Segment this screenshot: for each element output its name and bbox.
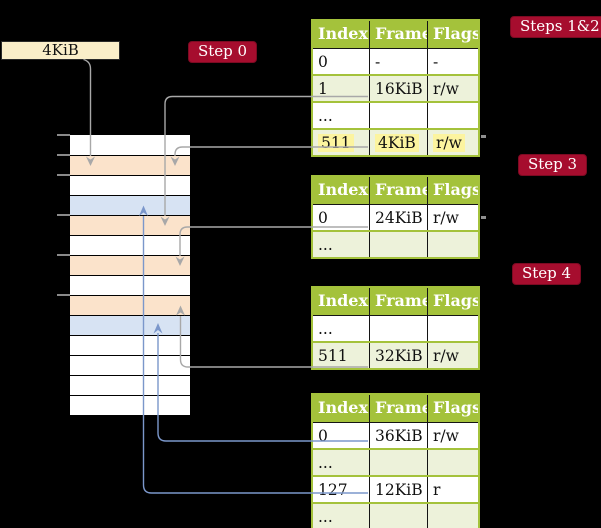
table-cell: 0: [318, 209, 328, 227]
root-table-address-box: 4KiB: [1, 41, 120, 60]
table-row: 0 --: [313, 48, 478, 74]
table-cell: [427, 450, 478, 475]
table-cell: r/w: [427, 76, 478, 101]
table-cell: r/w: [427, 423, 478, 448]
header-cell: Frame: [369, 21, 427, 48]
table-cell: 0: [318, 53, 328, 71]
badge-step-3: Step 3: [518, 154, 588, 176]
memory-tick: [57, 214, 70, 216]
memory-frame-free: [70, 355, 190, 375]
cropped-arrow-remnant: [481, 135, 486, 138]
table-cell: ...: [318, 236, 333, 254]
table-cell: -: [369, 49, 427, 74]
header-cell: Index: [318, 398, 369, 417]
table-cell: 4KiB: [369, 130, 427, 155]
header-cell: Flags: [427, 395, 478, 422]
table-row: 511 4KiB r/w: [313, 128, 478, 155]
table-cell: [427, 316, 478, 341]
physical-memory-column: [70, 135, 190, 415]
table-cell: 32KiB: [369, 343, 427, 368]
table-row: ...: [313, 502, 478, 528]
cropped-arrow-remnant: [481, 216, 486, 219]
table-cell: [369, 316, 427, 341]
table-cell: [369, 232, 427, 257]
memory-tick: [57, 174, 70, 176]
table-cell: 511: [313, 130, 369, 155]
memory-frame-free: [70, 275, 190, 295]
table-cell: [369, 450, 427, 475]
table-cell: [427, 232, 478, 257]
table-cell: -: [427, 49, 478, 74]
badge-steps-1-2: Steps 1&2: [510, 16, 601, 38]
header-cell: Flags: [427, 288, 478, 315]
memory-frame-table: [70, 255, 190, 275]
highlighted-value: r/w: [433, 134, 465, 152]
table-cell: r/w: [427, 130, 478, 155]
table-cell: ...: [318, 454, 333, 472]
memory-frame-page: [70, 315, 190, 335]
highlighted-value: 511: [318, 134, 354, 152]
table-cell: r/w: [427, 343, 478, 368]
table-row: ...: [313, 315, 478, 341]
table-cell: 0: [318, 427, 328, 445]
memory-frame-free: [70, 235, 190, 255]
memory-frame-free: [70, 175, 190, 195]
memory-tick: [57, 134, 70, 136]
header-cell: Index: [318, 180, 369, 199]
table-row: ...: [313, 448, 478, 475]
header-cell: Flags: [427, 21, 478, 48]
memory-tick: [57, 294, 70, 296]
highlighted-value: 4KiB: [375, 134, 419, 152]
header-cell: Frame: [369, 395, 427, 422]
table-cell: [427, 103, 478, 128]
header-cell: Frame: [369, 177, 427, 204]
table-cell: 511: [318, 347, 348, 365]
table-cell: ...: [318, 320, 333, 338]
table-row: ...: [313, 101, 478, 128]
memory-frame-table: [70, 295, 190, 315]
header-cell: Index: [318, 291, 369, 310]
table-cell: 16KiB: [369, 76, 427, 101]
memory-frame-free: [70, 375, 190, 395]
header-cell: Flags: [427, 177, 478, 204]
memory-frame-free: [70, 395, 190, 415]
memory-frame-table: [70, 155, 190, 175]
badge-step-0: Step 0: [188, 41, 258, 63]
table-cell: 24KiB: [369, 205, 427, 230]
table-cell: ...: [318, 508, 333, 526]
memory-frame-page: [70, 195, 190, 215]
table-cell: r: [427, 477, 478, 502]
table-cell: 1: [318, 80, 328, 98]
memory-tick: [57, 254, 70, 256]
header-cell: Index: [318, 24, 369, 43]
table-row: ...: [313, 230, 478, 257]
table-cell: 127: [318, 481, 348, 499]
memory-frame-table: [70, 215, 190, 235]
memory-frame-free: [70, 135, 190, 155]
table-cell: 12KiB: [369, 477, 427, 502]
table-cell: ...: [318, 107, 333, 125]
table-cell: [427, 504, 478, 528]
table-cell: r/w: [427, 205, 478, 230]
memory-tick: [57, 154, 70, 156]
table-cell: 36KiB: [369, 423, 427, 448]
table-cell: [369, 103, 427, 128]
memory-frame-free: [70, 335, 190, 355]
header-cell: Frame: [369, 288, 427, 315]
table-cell: [369, 504, 427, 528]
badge-step-4: Step 4: [512, 263, 582, 285]
